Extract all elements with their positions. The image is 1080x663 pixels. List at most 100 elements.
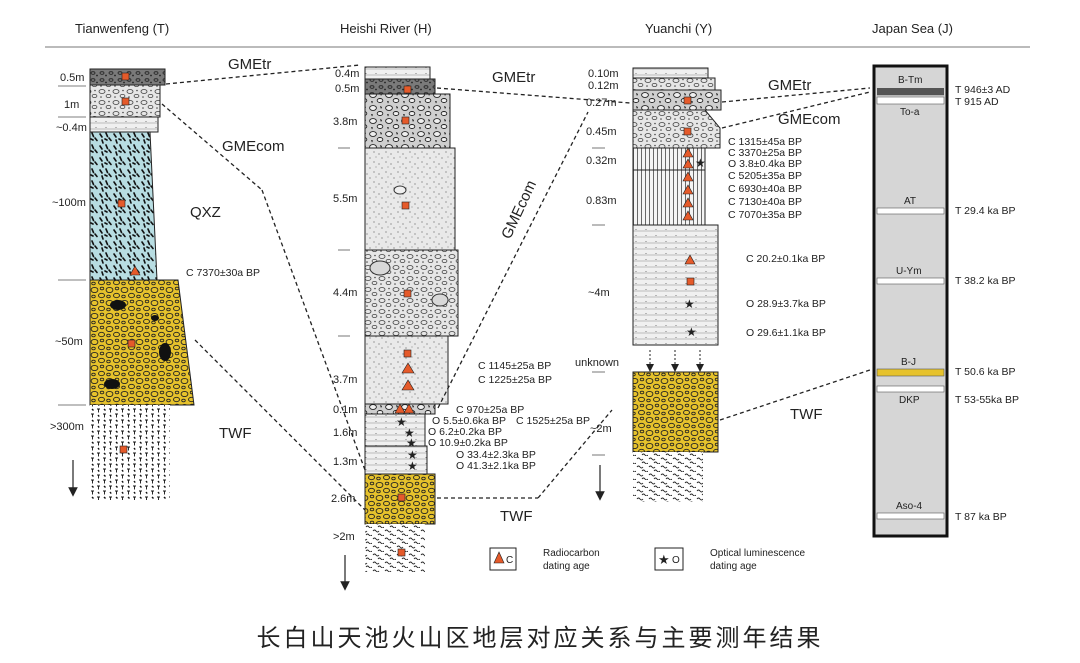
correlation-line — [161, 103, 263, 191]
t-age-label: C 7370±30a BP — [186, 267, 260, 279]
yuanchi-column: ★ ★ ★ 0.10m 0.12m 0.27m 0.45m 0.32m 0.83… — [575, 67, 826, 502]
luminescence-marker: ★ — [686, 325, 697, 339]
correlation-line — [719, 369, 871, 421]
j-tephra-name: Aso-4 — [896, 501, 923, 512]
legend-luminescence-label: Optical luminescence — [710, 548, 805, 559]
unit-label-gmecom-rotated: GMEcom — [498, 178, 540, 242]
y-age-label: O 28.9±3.7ka BP — [746, 298, 826, 310]
radiocarbon-marker — [682, 171, 694, 182]
h-thickness-label: >2m — [333, 531, 355, 543]
y-age-label: C 3370±25a BP — [728, 147, 802, 159]
sample-marker — [117, 199, 126, 208]
h-thickness-label: 4.4m — [333, 287, 357, 299]
j-tephra-band-bj — [876, 368, 945, 377]
t-black-clast — [110, 300, 126, 310]
y-layer-basement — [633, 452, 703, 502]
y-thickness-label: 0.27m — [586, 97, 617, 109]
correlation-line — [261, 189, 366, 471]
j-age-label: T 50.6 ka BP — [955, 366, 1016, 378]
unit-label-qxz: QXZ — [190, 204, 221, 221]
j-age-label: T 946±3 AD — [955, 84, 1011, 96]
sample-marker — [403, 289, 412, 298]
column-title-heishi-river: Heishi River (H) — [340, 21, 432, 36]
j-age-label: T 38.2 ka BP — [955, 275, 1016, 287]
luminescence-marker: ★ — [407, 448, 418, 462]
h-age-label: C 970±25a BP — [456, 404, 524, 416]
t-thickness-label: 0.5m — [60, 72, 84, 84]
sample-marker — [686, 277, 695, 286]
h-thickness-label: 1.6m — [333, 427, 357, 439]
j-tephra-band — [876, 512, 945, 520]
radiocarbon-marker — [682, 158, 694, 169]
h-clast — [393, 185, 407, 195]
t-layer-thin — [89, 116, 159, 133]
y-thickness-label: unknown — [575, 357, 619, 369]
sample-marker — [397, 493, 406, 502]
luminescence-marker: ★ — [684, 297, 695, 311]
sample-marker — [403, 85, 412, 94]
correlation-lines — [161, 64, 871, 511]
tianwenfeng-column: 0.5m 1m ~0.4m ~100m ~50m >300m QXZ C 737… — [50, 68, 260, 500]
column-title-yuanchi: Yuanchi (Y) — [645, 21, 712, 36]
radiocarbon-marker — [684, 254, 696, 265]
h-age-label: C 1225±25a BP — [478, 374, 552, 386]
unit-label-gmecom: GMEcom — [222, 138, 285, 155]
unit-label-twf: TWF — [500, 508, 532, 525]
y-age-label: C 20.2±0.1ka BP — [746, 253, 825, 265]
h-thickness-label: 0.5m — [335, 83, 359, 95]
stratigraphic-correlation-diagram: Tianwenfeng (T) Heishi River (H) Yuanchi… — [45, 21, 1030, 591]
legend: C Radiocarbon dating age ★ O Optical lum… — [489, 547, 805, 572]
h-thickness-label: 3.8m — [333, 116, 357, 128]
h-layer — [364, 445, 428, 475]
sample-marker — [127, 339, 136, 348]
figure-caption: 长白山天池火山区地层对应关系与主要测年结果 — [256, 624, 824, 652]
y-thickness-label: ~2m — [590, 423, 612, 435]
y-age-label: C 1315±45a BP — [728, 136, 802, 148]
y-thickness-label: ~4m — [588, 287, 610, 299]
j-age-label: T 915 AD — [955, 96, 999, 108]
y-thickness-label: 0.12m — [588, 80, 619, 92]
radiocarbon-marker — [403, 403, 415, 414]
h-thickness-label: 0.4m — [335, 68, 359, 80]
correlation-line — [721, 91, 871, 129]
j-tephra-band — [876, 96, 945, 105]
sample-marker — [683, 96, 692, 105]
t-thickness-label: ~100m — [52, 197, 86, 209]
j-tephra-band — [877, 88, 944, 95]
legend-radiocarbon-box — [489, 547, 517, 571]
unit-label-gmecom: GMEcom — [778, 111, 841, 128]
h-age-label: C 1145±25a BP — [478, 360, 551, 372]
h-age-label: O 6.2±0.2ka BP — [428, 426, 502, 438]
unit-label-twf: TWF — [219, 425, 251, 442]
legend-luminescence-symbol: O — [672, 555, 680, 566]
luminescence-marker: ★ — [404, 426, 415, 440]
j-tephra-name: U-Ym — [896, 266, 922, 277]
radiocarbon-marker — [394, 403, 406, 414]
y-age-label: O 29.6±1.1ka BP — [746, 327, 826, 339]
h-layer — [364, 413, 426, 447]
y-age-label: C 5205±35a BP — [728, 170, 802, 182]
sample-marker — [403, 349, 412, 358]
y-age-label: C 6930±40a BP — [728, 183, 802, 195]
sample-marker — [397, 548, 406, 557]
t-thickness-label: >300m — [50, 421, 84, 433]
radiocarbon-marker — [401, 379, 415, 391]
t-black-clast — [151, 315, 159, 321]
t-black-clast — [159, 343, 171, 361]
unit-label-gmetr: GMEtr — [492, 69, 535, 86]
y-age-label: C 7070±35a BP — [728, 209, 802, 221]
y-thickness-label: 0.32m — [586, 155, 617, 167]
luminescence-marker: ★ — [396, 415, 407, 429]
luminescence-marker: ★ — [407, 459, 418, 473]
y-layer — [632, 224, 719, 346]
j-age-label: T 87 ka BP — [955, 511, 1007, 523]
h-thickness-label: 3.7m — [333, 374, 357, 386]
radiocarbon-marker — [129, 265, 141, 276]
y-layer-gmetr — [632, 89, 722, 111]
h-thickness-label: 5.5m — [333, 193, 357, 205]
j-tephra-name: B-J — [901, 357, 916, 368]
correlation-line — [437, 111, 589, 409]
h-layer-gmetr — [364, 78, 436, 95]
sample-marker — [683, 127, 692, 136]
column-title-tianwenfeng: Tianwenfeng (T) — [75, 21, 169, 36]
